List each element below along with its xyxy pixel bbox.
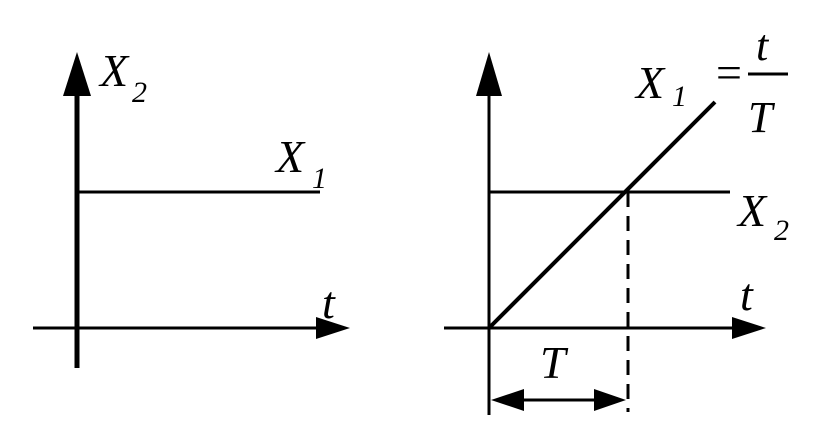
- left-y-axis-label: X: [98, 45, 130, 96]
- right-x-axis-arrowhead: [732, 317, 766, 339]
- right-ramp-numerator: t: [756, 21, 770, 70]
- left-y-axis-label-subscript: 2: [132, 76, 147, 109]
- interval-label: T: [540, 337, 569, 388]
- right-ramp-equals: =: [716, 47, 742, 98]
- right-ramp-label: X: [634, 57, 666, 108]
- right-y-axis-arrowhead: [476, 52, 502, 96]
- left-line-label-subscript: 1: [312, 162, 327, 195]
- interval-arrowhead-left: [491, 389, 524, 411]
- right-ramp-denominator: T: [748, 93, 776, 142]
- right-ramp-line: [487, 100, 717, 330]
- left-x-axis-label: t: [322, 277, 336, 328]
- right-x-axis-label: t: [740, 269, 754, 320]
- left-y-axis-arrowhead: [63, 52, 91, 96]
- right-graph: X 1 = t T X 2 t T: [444, 21, 789, 415]
- left-line-label: X: [274, 131, 306, 182]
- interval-arrowhead-right: [594, 389, 626, 411]
- left-x-axis-arrowhead: [316, 317, 350, 339]
- left-graph: X 2 X 1 t: [33, 45, 350, 368]
- right-level-label: X: [736, 185, 768, 236]
- right-ramp-label-subscript: 1: [672, 80, 687, 113]
- right-level-label-subscript: 2: [774, 214, 789, 247]
